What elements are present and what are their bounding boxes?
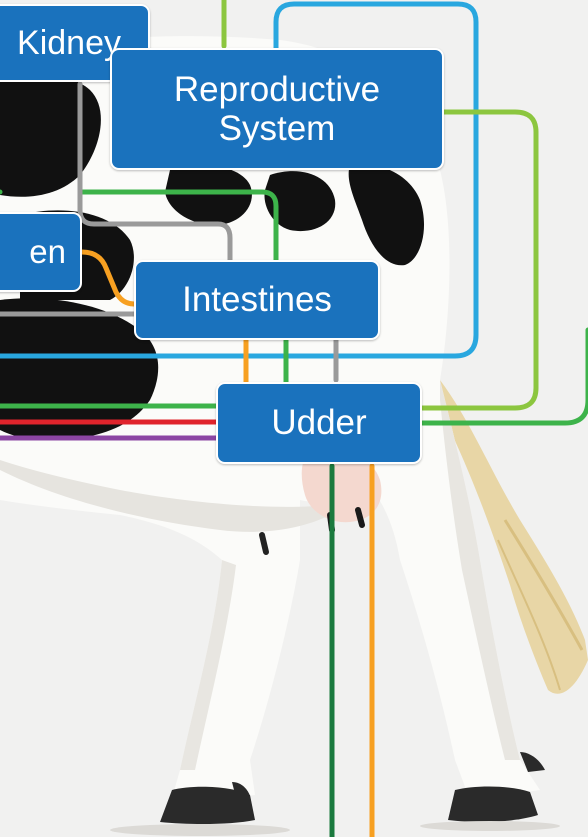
udder-label-text: Udder bbox=[271, 403, 366, 442]
intestines-label: Intestines bbox=[134, 260, 380, 340]
reproductive-system-label: Reproductive System bbox=[110, 48, 444, 170]
kidney-label-text: Kidney bbox=[17, 24, 121, 62]
reproductive-label-line1: Reproductive bbox=[174, 70, 380, 109]
spleen-label: en bbox=[0, 212, 82, 292]
intestines-label-text: Intestines bbox=[182, 280, 332, 319]
reproductive-label-line2: System bbox=[174, 109, 380, 148]
udder-label: Udder bbox=[216, 382, 422, 464]
reproductive-system-label-text: Reproductive System bbox=[174, 70, 380, 148]
cow-hoof bbox=[448, 786, 538, 822]
spleen-label-text: en bbox=[29, 234, 66, 271]
